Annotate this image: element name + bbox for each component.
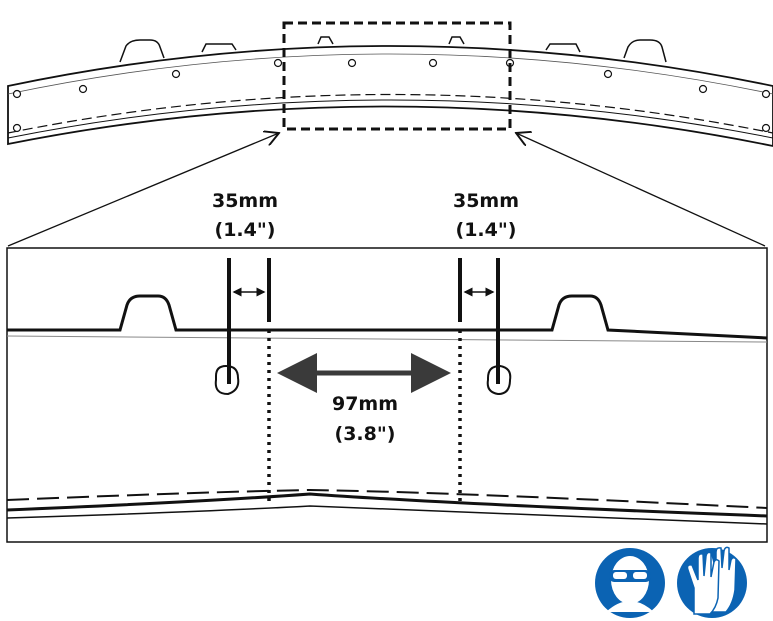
bracket-tab (448, 36, 465, 45)
curved-bracket-overview (7, 21, 773, 147)
detail-view (6, 247, 768, 543)
bracket-body (7, 45, 773, 147)
detail-bottom-edge (6, 488, 768, 509)
right-offset-metric: 35mm (453, 190, 519, 212)
bracket-tab (201, 43, 237, 53)
bracket-tab (317, 36, 334, 45)
protective-gloves-icon (677, 546, 747, 618)
pointer-arrow-left (7, 133, 279, 247)
bracket-tab (545, 43, 581, 53)
center-span-metric: 97mm (332, 393, 398, 415)
safety-goggles-icon (595, 548, 665, 618)
left-offset-metric: 35mm (212, 190, 278, 212)
pointer-arrow-right (516, 133, 766, 247)
left-offset-imperial: (1.4") (215, 219, 276, 241)
bracket-tab (623, 39, 667, 63)
bracket-tab (119, 39, 165, 63)
zoom-selection-box (282, 21, 512, 131)
center-span-imperial: (3.8") (335, 423, 396, 445)
detail-top-edge (7, 294, 768, 340)
right-offset-imperial: (1.4") (456, 219, 517, 241)
